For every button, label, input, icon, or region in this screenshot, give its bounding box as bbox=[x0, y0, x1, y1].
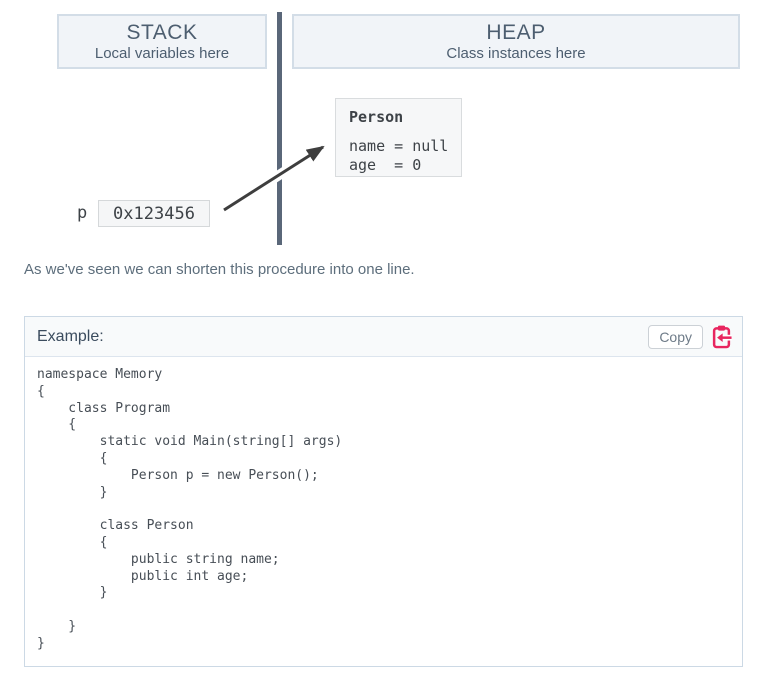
person-field-name: name = null bbox=[349, 137, 449, 155]
pointer-value-box: 0x123456 bbox=[98, 200, 210, 227]
stack-heap-divider bbox=[277, 12, 282, 245]
body-text: As we've seen we can shorten this proced… bbox=[24, 261, 415, 278]
heap-title: HEAP bbox=[486, 20, 546, 44]
code-block[interactable]: namespace Memory { class Program { stati… bbox=[37, 367, 343, 651]
stack-box: STACK Local variables here bbox=[57, 14, 267, 69]
heap-box: HEAP Class instances here bbox=[292, 14, 740, 69]
person-field-age: age = 0 bbox=[349, 156, 422, 174]
memory-diagram: STACK Local variables here HEAP Class in… bbox=[0, 0, 768, 250]
example-title: Example: bbox=[37, 327, 104, 345]
person-object-title: Person bbox=[349, 108, 404, 126]
pointer-arrow-icon bbox=[223, 145, 325, 214]
copy-button[interactable]: Copy bbox=[648, 324, 703, 349]
clipboard-copy-icon[interactable] bbox=[710, 324, 733, 350]
person-object-box: Person name = null age = 0 bbox=[335, 98, 462, 177]
stack-subtitle: Local variables here bbox=[94, 44, 230, 62]
pointer-variable-label: p bbox=[77, 203, 88, 223]
example-panel: Example: Copy namespace Memory { class P… bbox=[24, 316, 743, 667]
example-header: Example: Copy bbox=[25, 317, 742, 357]
heap-subtitle: Class instances here bbox=[446, 44, 586, 62]
stack-title: STACK bbox=[126, 20, 198, 44]
